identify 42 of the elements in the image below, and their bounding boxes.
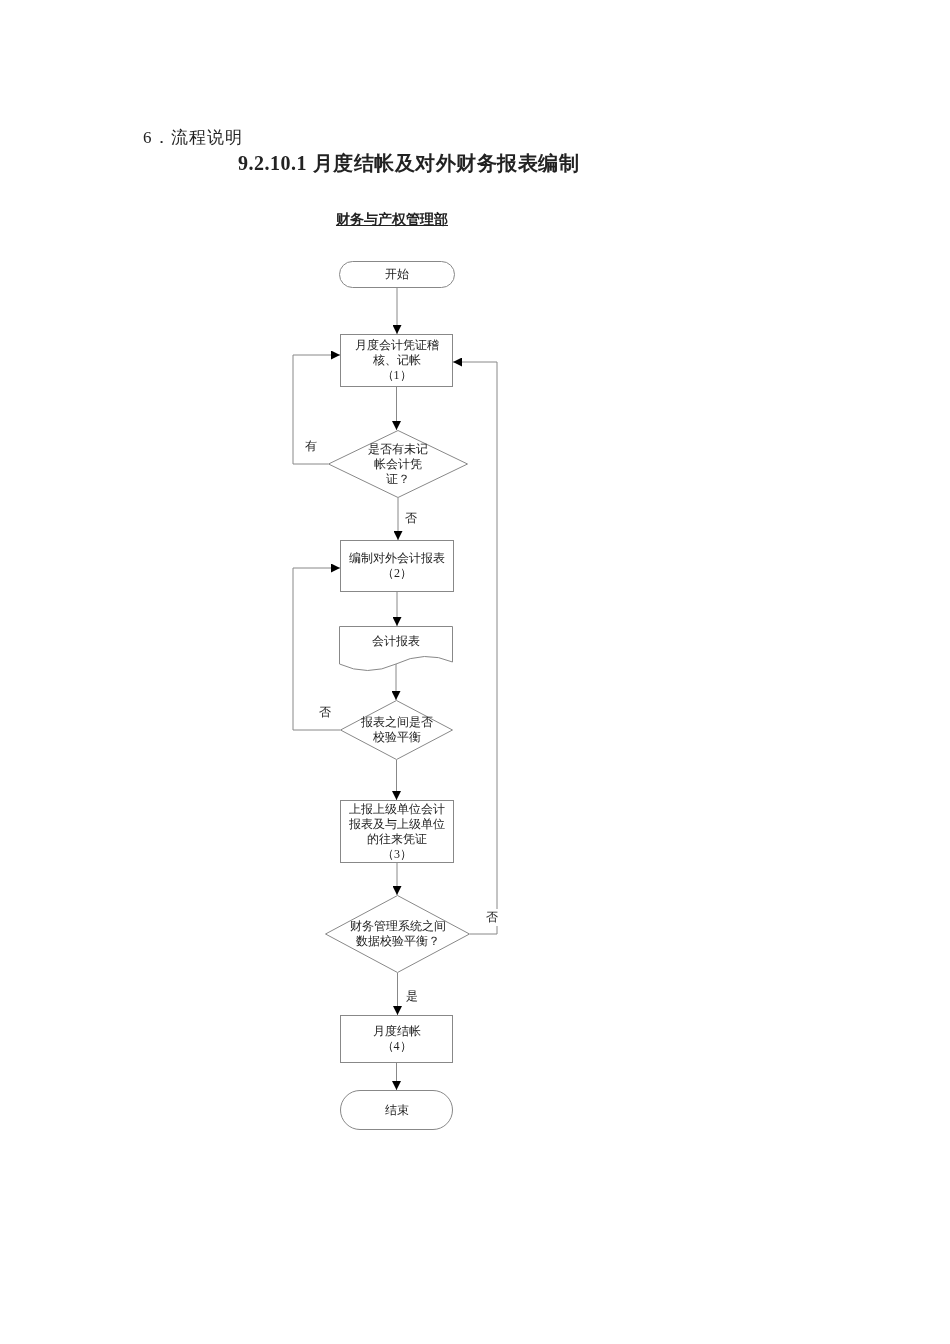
process-box	[340, 540, 454, 592]
edge-label: 否	[404, 510, 418, 527]
arrow	[292, 350, 341, 465]
step-text: 财务管理系统之间数据校验平衡？	[348, 919, 447, 949]
edge-label: 是	[405, 988, 419, 1005]
step-text: 开始	[385, 267, 409, 282]
step-number: （2）	[382, 566, 412, 581]
arrow	[392, 759, 401, 801]
arrow	[292, 563, 341, 731]
arrow	[393, 497, 403, 541]
arrow	[392, 1062, 401, 1091]
edge-label: 有	[304, 438, 318, 455]
arrow	[391, 663, 401, 701]
step-text: 月度结帐	[372, 1024, 421, 1039]
title: 9.2.10.1 月度结帐及对外财务报表编制	[238, 151, 579, 176]
document-shape	[339, 626, 453, 672]
step-number: （4）	[381, 1039, 412, 1054]
decision-diamond	[340, 700, 453, 760]
step-text: 结束	[384, 1102, 409, 1118]
arrow	[452, 357, 498, 935]
step-number: （3）	[382, 846, 412, 862]
step-text: 报表之间是否校验平衡	[359, 715, 434, 745]
step-text: 是否有未记帐会计凭证？	[367, 441, 429, 487]
arrow	[392, 862, 402, 896]
arrow	[392, 287, 402, 335]
decision-diamond	[328, 430, 468, 498]
decision-diamond	[325, 895, 470, 973]
process-box	[340, 334, 453, 387]
section-heading: 6．流程说明	[143, 127, 243, 149]
step-text: 编制对外会计报表	[349, 551, 445, 566]
edge-label: 否	[318, 704, 332, 721]
process-box	[340, 800, 454, 863]
edge-label: 否	[485, 909, 499, 926]
arrow	[392, 591, 402, 627]
step-number: （1）	[381, 368, 412, 383]
arrow	[392, 386, 401, 431]
arrow	[393, 972, 402, 1016]
department-heading: 财务与产权管理部	[336, 211, 448, 229]
step-text: 会计报表	[372, 634, 420, 649]
step-text: 上报上级单位会计报表及与上级单位的往来凭证	[348, 801, 446, 847]
step-text: 月度会计凭证稽核、记帐	[353, 338, 440, 368]
process-box	[340, 1015, 453, 1063]
